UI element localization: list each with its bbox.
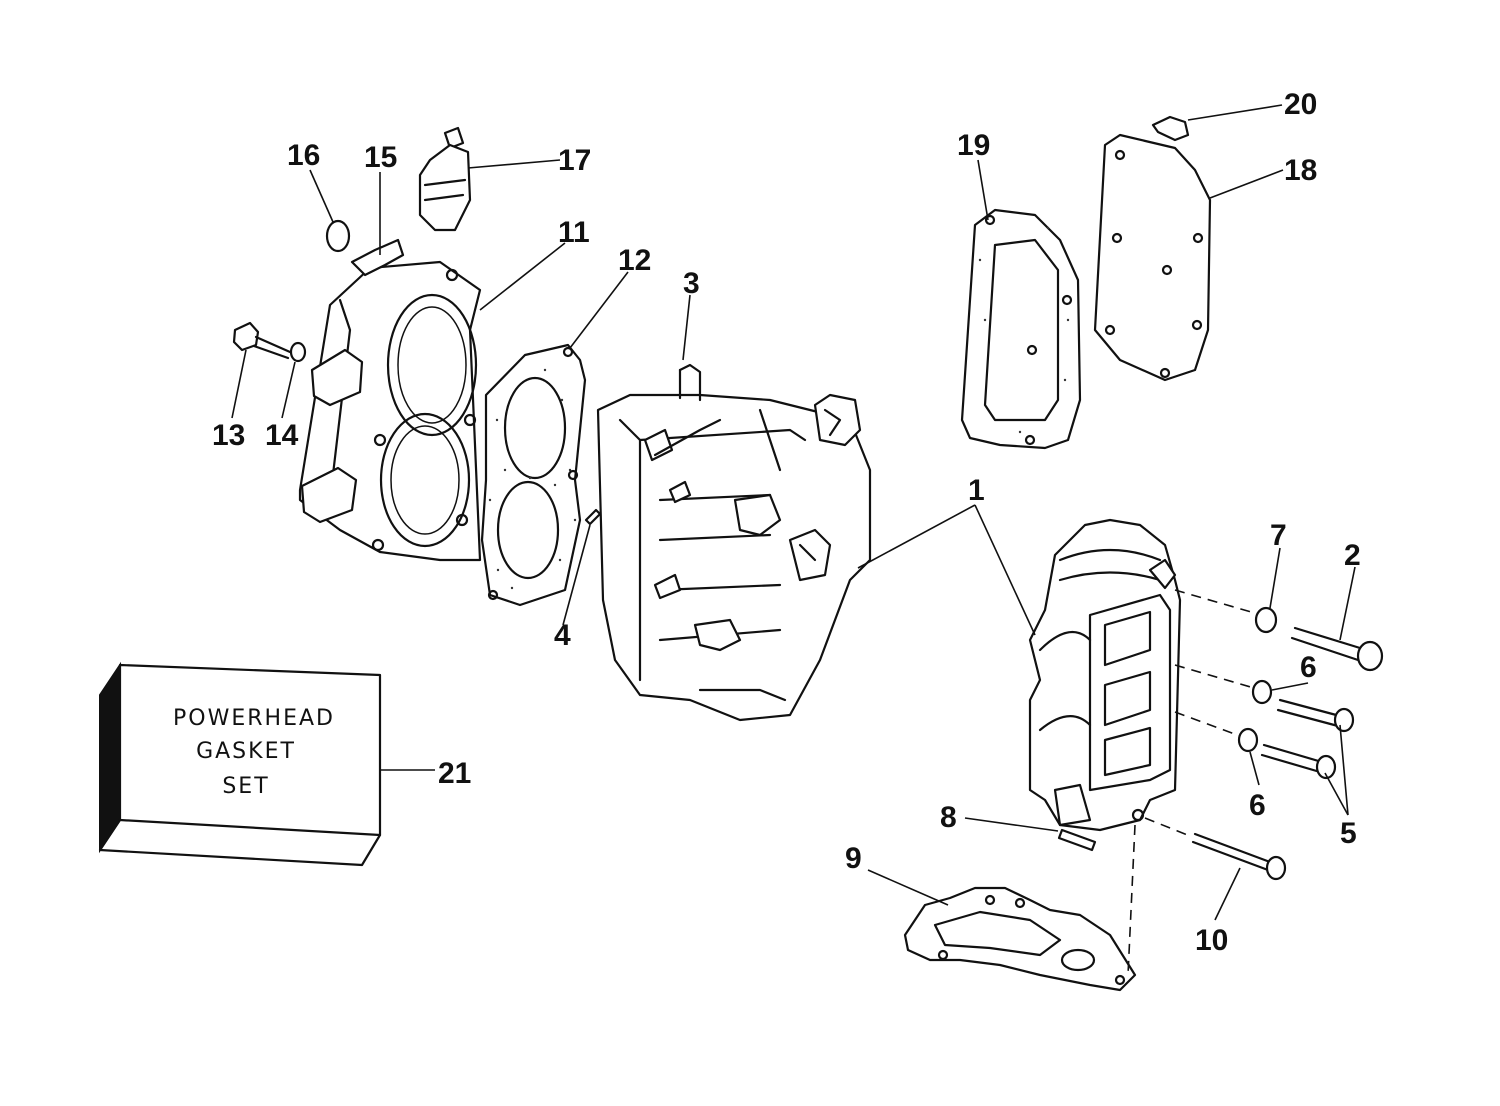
callout-21: 21 [438,757,471,790]
callout-10: 10 [1195,924,1228,957]
washer-part [289,341,307,363]
callout-19: 19 [957,129,990,162]
lower-gasket-part [903,886,1137,992]
callout-7: 7 [1270,519,1287,552]
cylinder-head-part [298,260,482,562]
leader-lines [231,104,1356,976]
bolt-10-part [1191,832,1287,881]
callout-13: 13 [212,419,245,452]
clip-part [350,238,405,277]
callout-5: 5 [1340,817,1357,850]
callout-8: 8 [940,801,957,834]
washer-6a-part [1251,679,1273,705]
washer-7-part [1254,606,1278,634]
gasket-set-box: POWERHEAD GASKET SET [98,661,382,867]
exhaust-cover-gasket-part [960,208,1082,450]
pin-8-part [1057,828,1097,852]
callout-16: 16 [287,139,320,172]
spark-plug-part [418,126,472,232]
callout-17: 17 [558,144,591,177]
gasket-box-line-1: POWERHEAD [173,706,335,731]
callout-15: 15 [364,141,397,174]
callout-18: 18 [1284,154,1317,187]
washer-6b-part [1237,727,1259,753]
callout-3: 3 [683,267,700,300]
screw-5b-part [1260,743,1337,780]
head-bolt-part [232,321,292,360]
callout-11: 11 [558,216,590,249]
callout-14: 14 [265,419,299,452]
callout-6b: 6 [1249,789,1266,822]
callout-1: 1 [968,474,985,507]
bolt-2-part [1290,626,1384,672]
callout-2: 2 [1344,539,1361,572]
exhaust-cover-part [1093,133,1212,382]
callout-4: 4 [554,619,571,652]
screw-5a-part [1276,698,1355,733]
callout-numbers: 1 2 3 4 5 6 6 7 8 9 10 11 12 13 14 15 16… [212,88,1361,957]
callout-12: 12 [618,244,651,277]
callout-9: 9 [845,842,862,875]
cylinder-block-part [596,363,872,722]
dowel-pin-part [584,508,602,526]
cover-screw-part [1151,115,1190,142]
lockwasher-part [325,219,351,253]
callout-6a: 6 [1300,651,1317,684]
callout-20: 20 [1284,88,1317,121]
crankcase-part [1028,518,1182,832]
gasket-box-line-3: SET [222,774,269,799]
head-gasket-part [480,343,587,607]
gasket-box-line-2: GASKET [196,739,296,764]
